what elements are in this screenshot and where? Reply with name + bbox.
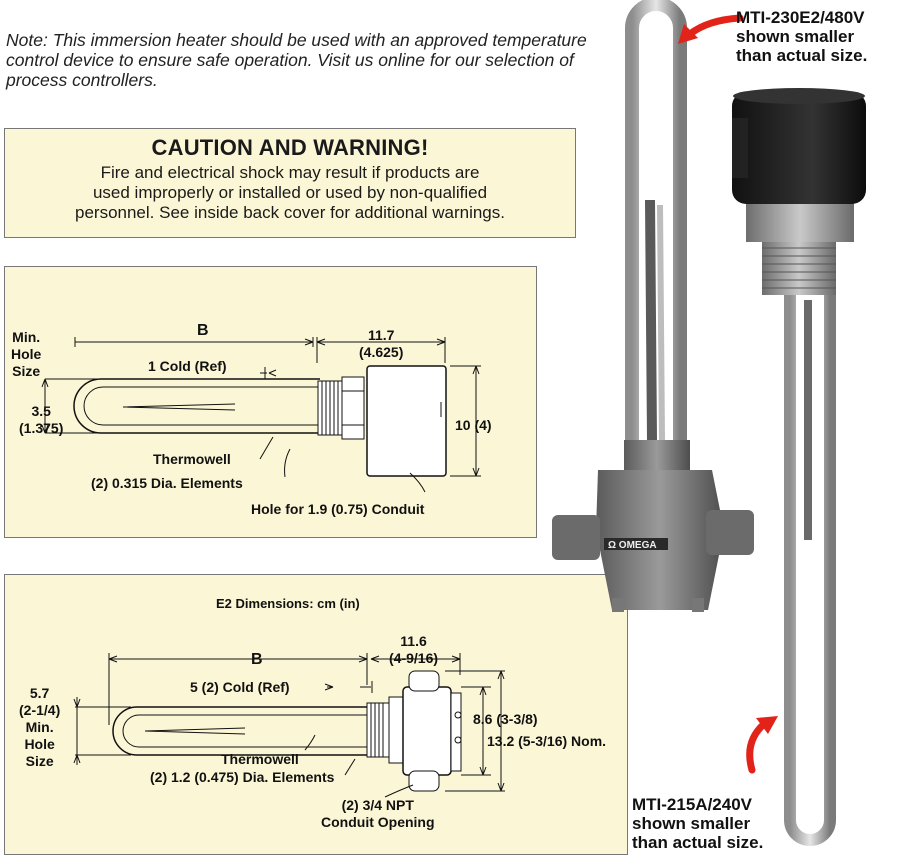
- caution-title: CAUTION AND WARNING!: [151, 135, 429, 160]
- heater-cap-right: [732, 92, 866, 204]
- d1-b-label: B: [197, 322, 209, 339]
- heater-drawing-2: [73, 653, 505, 798]
- d1-cold-label: 1 Cold (Ref): [148, 358, 227, 374]
- heater-elements-left: [625, 0, 687, 441]
- d2-b-label: B: [251, 651, 263, 668]
- d2-height-2-label: 13.2 (5-3/16) Nom.: [487, 733, 607, 749]
- safety-note: Note: This immersion heater should be us…: [6, 30, 587, 90]
- callout-arrow-bottom: [746, 720, 768, 774]
- dimension-diagram-2: E2 Dimensions: cm (in) B 11.6(4-9/16) 5 …: [4, 574, 628, 855]
- omega-logo: Ω OMEGA: [608, 540, 657, 551]
- caution-line-2: used improperly or installed or used by …: [92, 183, 488, 202]
- d1-elements-label: (2) 0.315 Dia. Elements: [91, 475, 243, 491]
- d2-cold-label: 5 (2) Cold (Ref): [190, 679, 290, 695]
- d2-length-label: 11.6(4-9/16): [389, 633, 439, 666]
- d2-elements-label: (2) 1.2 (0.475) Dia. Elements: [150, 769, 335, 785]
- callout-arrow-top: [686, 14, 744, 38]
- d1-head-height-label: 10 (4): [455, 417, 492, 433]
- caution-box: CAUTION AND WARNING! Fire and electrical…: [4, 128, 576, 238]
- caution-line-3: personnel. See inside back cover for add…: [75, 203, 505, 222]
- caution-line-1: Fire and electrical shock may result if …: [100, 163, 480, 182]
- heater-drawing-1: [41, 337, 481, 493]
- d2-title: E2 Dimensions: cm (in): [216, 596, 360, 611]
- d1-conduit-label: Hole for 1.9 (0.75) Conduit: [251, 501, 425, 517]
- d1-diameter-label: 3.5(1.375): [19, 403, 64, 436]
- d1-head-length-label: 11.7(4.625): [359, 327, 404, 360]
- d2-height-1-label: 8.6 (3-3/8): [473, 711, 538, 727]
- heater-elements-right: [767, 290, 836, 846]
- d1-thermowell-label: Thermowell: [153, 451, 231, 467]
- d2-thermowell-label: Thermowell: [221, 751, 299, 767]
